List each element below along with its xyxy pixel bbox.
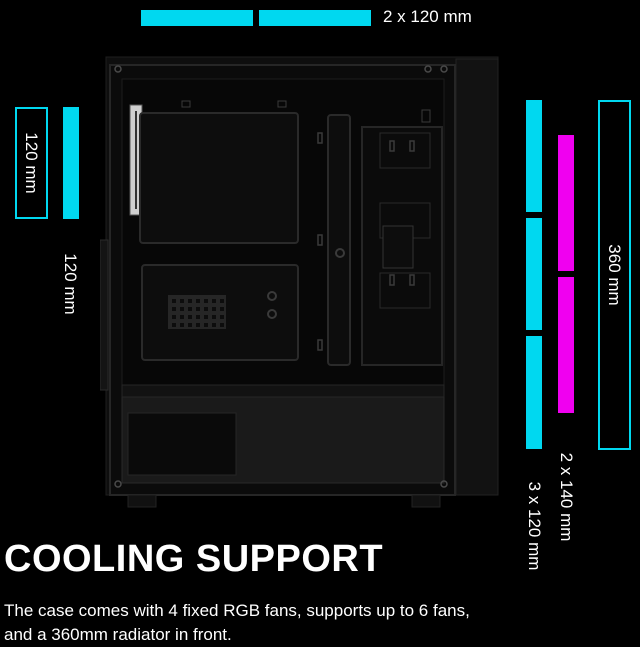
pc-case-illustration — [100, 56, 499, 508]
front-fan-120-bar-1 — [526, 100, 542, 212]
description-line-2: and a 360mm radiator in front. — [4, 625, 232, 644]
rear-fan-bar — [63, 107, 79, 219]
front-radiator-outline — [598, 100, 631, 450]
top-fan-bar-2 — [259, 10, 371, 26]
page-title: COOLING SUPPORT — [4, 538, 384, 580]
front-fans-140-label: 2 x 140 mm — [557, 452, 576, 542]
description: The case comes with 4 fixed RGB fans, su… — [4, 599, 634, 647]
front-fans-120-label: 3 x 120 mm — [525, 481, 544, 571]
rear-fan-label: 120 mm — [61, 253, 80, 315]
front-fan-140-bar-2 — [558, 277, 574, 413]
description-line-1: The case comes with 4 fixed RGB fans, su… — [4, 601, 470, 620]
rear-fan-outline — [15, 107, 48, 219]
top-fan-bar-1 — [141, 10, 253, 26]
front-fan-120-bar-2 — [526, 218, 542, 330]
front-fan-120-bar-3 — [526, 336, 542, 449]
top-fans-label: 2 x 120 mm — [383, 7, 472, 26]
front-radiator-label: 360 mm — [605, 244, 624, 306]
rear-outline-label: 120 mm — [22, 132, 41, 194]
front-fan-140-bar-1 — [558, 135, 574, 271]
